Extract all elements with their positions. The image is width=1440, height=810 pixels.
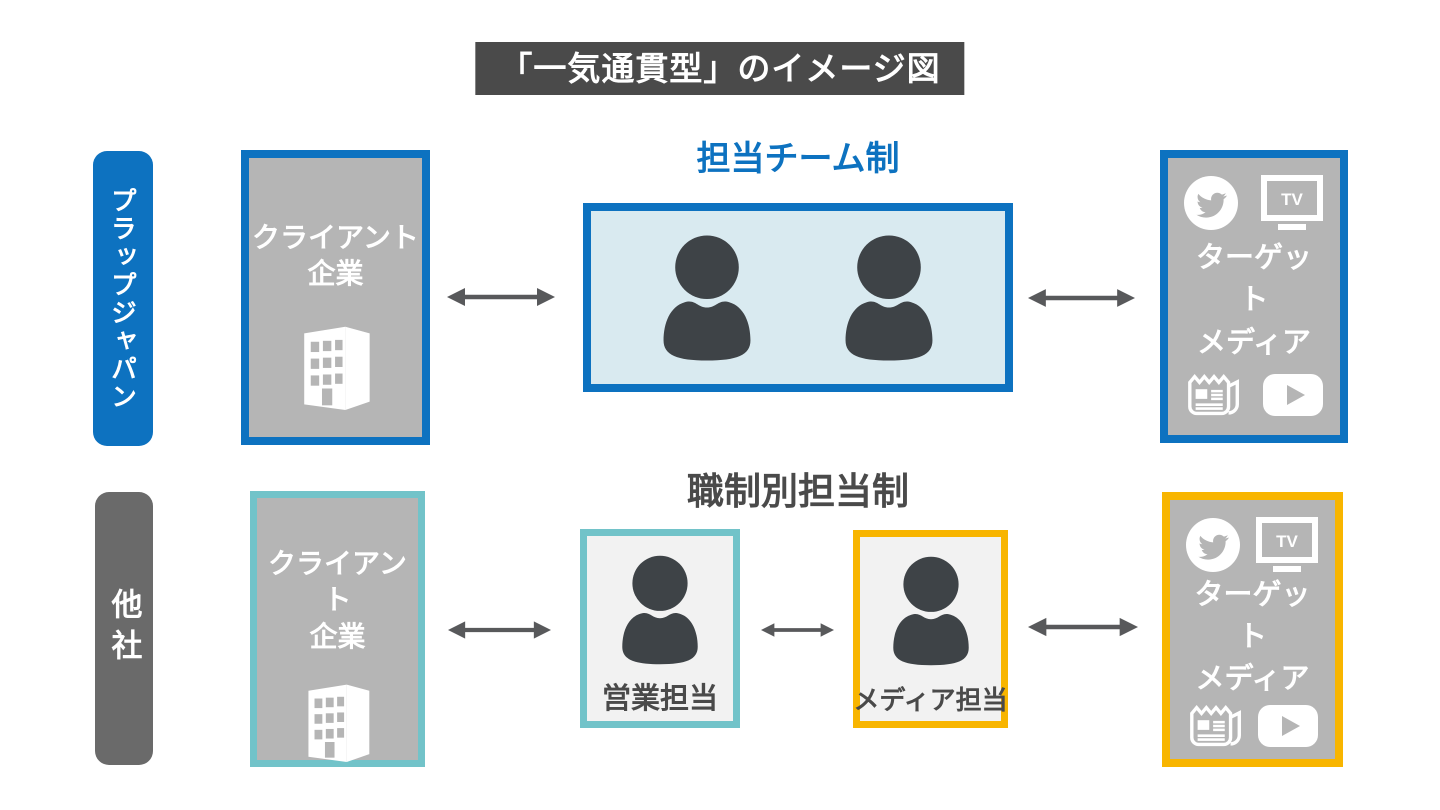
double-arrow-icon [1028, 613, 1138, 641]
person-icon [836, 231, 942, 365]
twitter-icon [1186, 518, 1240, 572]
target-media-label: ターゲット メディア [1186, 574, 1319, 700]
youtube-play-icon [1262, 373, 1324, 417]
double-arrow-icon [761, 617, 834, 643]
newspaper-icon [1186, 700, 1248, 752]
client-company-line2: 企業 [307, 258, 364, 290]
twitter-icon [1184, 176, 1238, 230]
newspaper-icon [1184, 369, 1246, 421]
double-arrow-icon [448, 616, 551, 644]
sales-rep-label: 営業担当 [601, 683, 718, 715]
double-arrow-icon [1028, 284, 1135, 312]
client-company-box-top: クライアント 企業 [241, 150, 430, 445]
media-rep-box: メディア担当 [853, 530, 1008, 728]
target-media-label: ターゲット メディア [1184, 237, 1324, 363]
media-rep-label: メディア担当 [853, 685, 1008, 715]
target-media-line1: ターゲット [1195, 242, 1312, 317]
double-arrow-icon [447, 283, 555, 311]
row-label-other-company: 他社 [95, 492, 153, 765]
target-media-line2: メディア [1195, 663, 1310, 696]
team-box [583, 203, 1013, 392]
person-icon [654, 231, 760, 365]
page-title: 「一気通貫型」のイメージ図 [475, 42, 965, 95]
target-media-line2: メディア [1197, 326, 1311, 359]
client-company-label: クライアント 企業 [257, 546, 418, 655]
client-company-label: クライアント 企業 [252, 220, 419, 293]
target-media-box-bottom: TV ターゲット メディア [1162, 492, 1343, 767]
youtube-play-icon [1257, 704, 1319, 748]
client-company-box-bottom: クライアント 企業 [250, 491, 425, 767]
media-icons-top-row: TV [1184, 174, 1324, 232]
building-icon [298, 677, 378, 767]
media-icons-bottom-row [1184, 369, 1324, 421]
row-label-prap-japan: プラップジャパン [93, 151, 153, 446]
role-system-heading: 職制別担当制 [687, 471, 909, 512]
person-icon [885, 553, 977, 669]
media-icons-bottom-row [1186, 700, 1319, 752]
team-system-heading: 担当チーム制 [696, 140, 900, 178]
tv-icon-label: TV [1276, 532, 1298, 551]
tv-icon-label: TV [1281, 190, 1303, 209]
tv-icon: TV [1260, 174, 1324, 232]
client-company-line1: クライアント [252, 222, 419, 253]
tv-icon: TV [1255, 516, 1319, 574]
building-icon [293, 319, 379, 415]
person-icon [614, 552, 706, 668]
sales-rep-box: 営業担当 [580, 529, 740, 728]
target-media-line1: ターゲット [1194, 579, 1311, 654]
target-media-box-top: TV ターゲット メディア [1160, 150, 1348, 443]
client-company-line2: 企業 [309, 620, 366, 652]
client-company-line1: クライアント [268, 548, 407, 616]
media-icons-top-row: TV [1186, 516, 1319, 574]
